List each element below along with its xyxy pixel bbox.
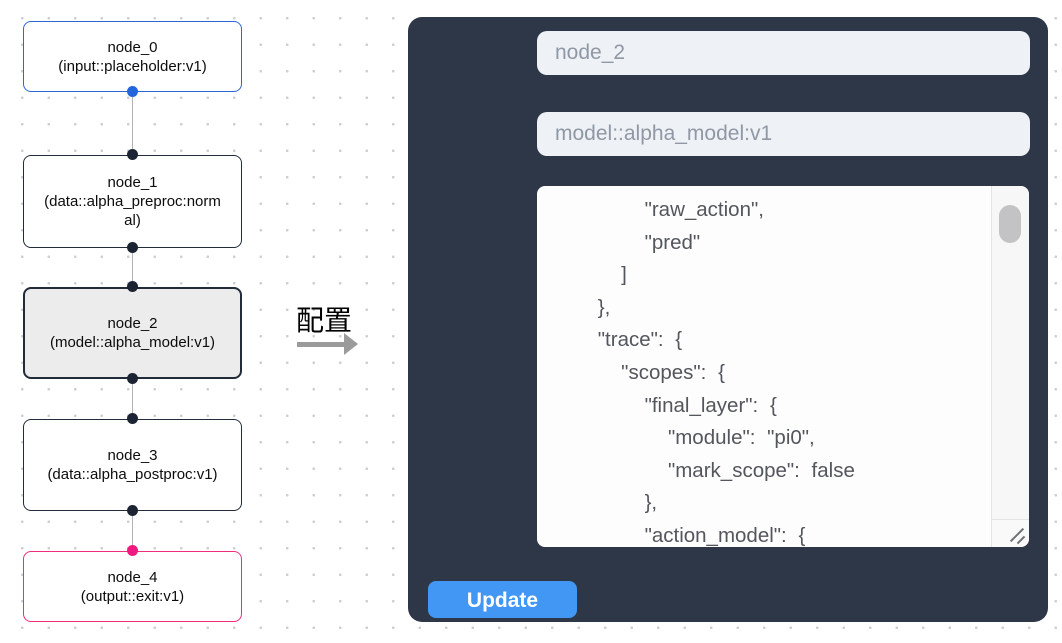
node-label: node_0 [107, 38, 158, 56]
scrollbar-track[interactable] [991, 186, 1029, 520]
type-input[interactable] [537, 112, 1030, 156]
node-label: node_3 [107, 447, 158, 464]
node-type-label: (data::alpha_postproc:v1) [47, 466, 218, 483]
node-type-label: (input::placeholder:v1) [58, 57, 207, 75]
port-node0-out[interactable] [127, 86, 138, 97]
configure-annotation: 配置 [296, 305, 353, 336]
edge-node1-node2 [131, 248, 134, 287]
port-node1-in[interactable] [127, 149, 138, 160]
flow-node-3[interactable]: node_3 (data::alpha_postproc:v1) [23, 419, 242, 511]
right-arrow-icon [297, 342, 345, 347]
flow-node-0[interactable]: node_0 (input::placeholder:v1) [23, 21, 242, 92]
config-json-text[interactable]: "raw_action", "pred" ] }, "trace": { "sc… [597, 198, 855, 547]
edge-node3-node4 [131, 511, 134, 551]
scrollbar-thumb[interactable] [999, 205, 1021, 243]
port-node3-out[interactable] [127, 505, 138, 516]
node-type-label: (output::exit:v1) [80, 587, 185, 605]
config-textarea[interactable]: "raw_action", "pred" ] }, "trace": { "sc… [537, 186, 1029, 547]
node-label: node_4 [107, 568, 158, 586]
port-node3-in[interactable] [127, 413, 138, 424]
node-type-label: (model::alpha_model:v1) [49, 334, 216, 351]
port-node1-out[interactable] [127, 242, 138, 253]
id-input[interactable] [537, 31, 1030, 75]
port-node2-in[interactable] [127, 281, 138, 292]
right-arrow-head-icon [344, 333, 358, 355]
update-button[interactable]: Update [428, 581, 577, 618]
edge-node2-node3 [131, 379, 134, 419]
flow-node-4[interactable]: node_4 (output::exit:v1) [23, 551, 242, 622]
flow-node-1[interactable]: node_1 (data::alpha_preproc:normal) [23, 155, 242, 248]
port-node4-in[interactable] [127, 545, 138, 556]
flow-node-2-selected[interactable]: node_2 (model::alpha_model:v1) [23, 287, 242, 379]
resize-handle[interactable] [991, 519, 1029, 547]
node-type-label: (data::alpha_preproc:normal) [44, 193, 221, 229]
node-label: node_2 [107, 315, 158, 332]
node-config-panel: ID type config "raw_action", "pred" ] },… [408, 17, 1048, 622]
node-label: node_1 [107, 174, 158, 191]
resize-grip-icon [1016, 535, 1026, 545]
edge-node0-node1 [131, 92, 134, 155]
port-node2-out[interactable] [127, 373, 138, 384]
